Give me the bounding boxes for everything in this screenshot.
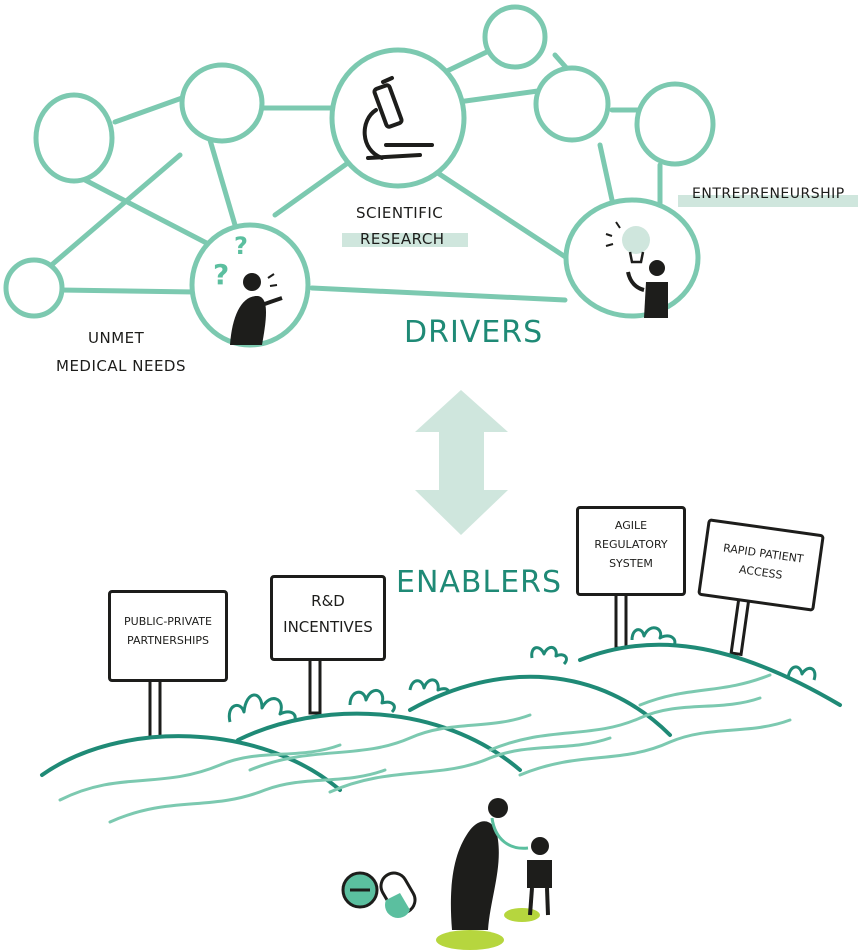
svg-text:?: ?: [234, 232, 248, 260]
sign-board-agile: [576, 506, 686, 596]
research-highlight: [342, 233, 468, 247]
microscope-icon: [362, 76, 434, 160]
sign-agile-text: AGILE REGULATORY SYSTEM: [594, 519, 668, 570]
entrepreneurship-label: ENTREPRENEURSHIP: [692, 186, 845, 202]
scientific-label: SCIENTIFIC: [356, 204, 444, 222]
sign-board-rd: [270, 575, 386, 661]
hills: [40, 642, 842, 792]
unmet-label: UNMET: [88, 329, 145, 347]
pills-icon: [341, 871, 417, 918]
node-top-left: [33, 92, 115, 184]
sign-ppp-text: PUBLIC-PRIVATE PARTNERSHIPS: [124, 615, 212, 647]
svg-text:?: ?: [213, 258, 229, 291]
node-upper: [179, 62, 265, 144]
entrepreneur-person-icon: [626, 260, 668, 318]
node-top: [482, 4, 548, 70]
medical-needs-label: MEDICAL NEEDS: [56, 357, 187, 375]
sign-rd-text: R&D INCENTIVES: [283, 592, 373, 636]
node-scientific: [329, 47, 467, 189]
node-right-upper: [533, 65, 611, 143]
drivers-heading: DRIVERS: [404, 315, 544, 350]
network-nodes: [3, 4, 716, 348]
network-edges: [45, 45, 663, 303]
double-arrow-icon: [415, 390, 508, 535]
patient-care-icon: [436, 798, 552, 950]
research-label: RESEARCH: [360, 230, 445, 248]
node-left: [3, 257, 65, 319]
enablers-heading: ENABLERS: [396, 565, 563, 600]
sign-board-ppp: [108, 590, 228, 682]
thinking-person-icon: [230, 273, 283, 345]
spark-icon: [267, 273, 278, 287]
entrepreneurship-highlight: [678, 195, 858, 207]
question-marks-icon: ? ?: [213, 232, 248, 291]
hill-stripes: [58, 673, 792, 824]
lightbulb-icon: [605, 221, 650, 264]
node-far-right: [634, 81, 716, 167]
